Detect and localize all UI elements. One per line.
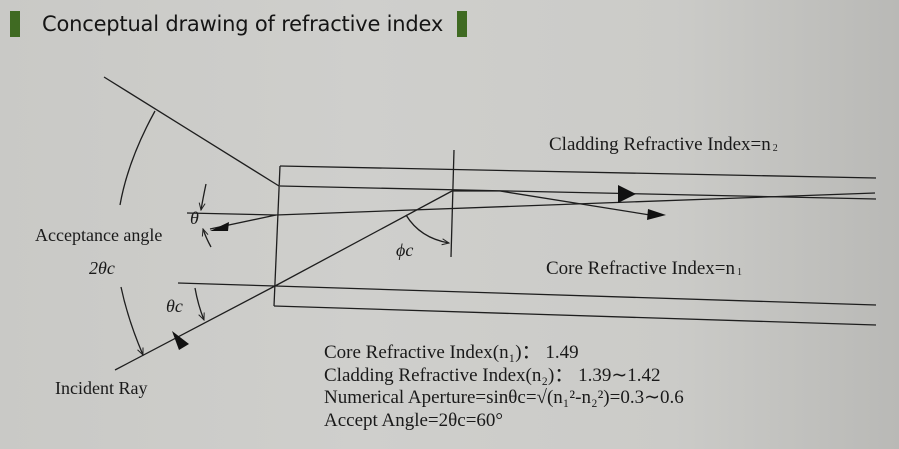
acceptance-arc-upper — [119, 110, 156, 206]
core-top-line — [279, 185, 877, 200]
acceptance-angle-value: 2θc — [89, 258, 115, 278]
title-marker-left — [10, 11, 20, 37]
spec-accept-angle: Accept Angle=2θc=60° — [324, 409, 504, 431]
cladding-top-line — [279, 165, 877, 179]
critical-reference-line — [177, 282, 276, 287]
incident-ray-line — [114, 285, 276, 371]
page-title: Conceptual drawing of refractive index — [42, 12, 444, 36]
spec-core-index: Core Refractive Index(n₁)： 1.49 — [324, 342, 579, 363]
title-marker-right — [457, 11, 468, 37]
acceptance-arc-lower — [120, 286, 144, 355]
phi-c-label: ϕc — [396, 240, 414, 260]
incident-ray-label: Incident Ray — [55, 378, 148, 398]
cladding-bottom-line — [273, 305, 877, 326]
theta-arrow-bottom — [203, 229, 212, 248]
ray-arrow-head-4 — [647, 209, 666, 220]
theta-label: θ — [190, 208, 199, 228]
ray-arrow-head-2 — [172, 331, 189, 350]
spec-numerical-aperture: Numerical Aperture=sinθc=√(n₁²-n₂²)=0.3∼… — [324, 387, 684, 408]
axis-reference-line — [186, 212, 277, 216]
normal-line — [450, 149, 455, 258]
title-bar: Conceptual drawing of refractive index — [10, 6, 468, 42]
acceptance-angle-label: Acceptance angle — [35, 225, 163, 245]
fiber-end-face — [273, 165, 281, 307]
core-bottom-line — [274, 285, 877, 306]
ray-arrow-head-1 — [210, 222, 229, 231]
specs-block: Core Refractive Index(n₁)： 1.49 Cladding… — [324, 342, 684, 432]
theta-arrow-top — [201, 183, 207, 210]
ray-arrow-head-3 — [618, 185, 636, 203]
acceptance-limit-line — [103, 76, 280, 187]
spec-cladding-index: Cladding Refractive Index(n₂)： 1.39∼1.42 — [324, 364, 661, 386]
phi-c-arc — [405, 214, 449, 243]
theta-c-arc — [194, 287, 204, 320]
theta-c-label: θc — [166, 296, 183, 316]
